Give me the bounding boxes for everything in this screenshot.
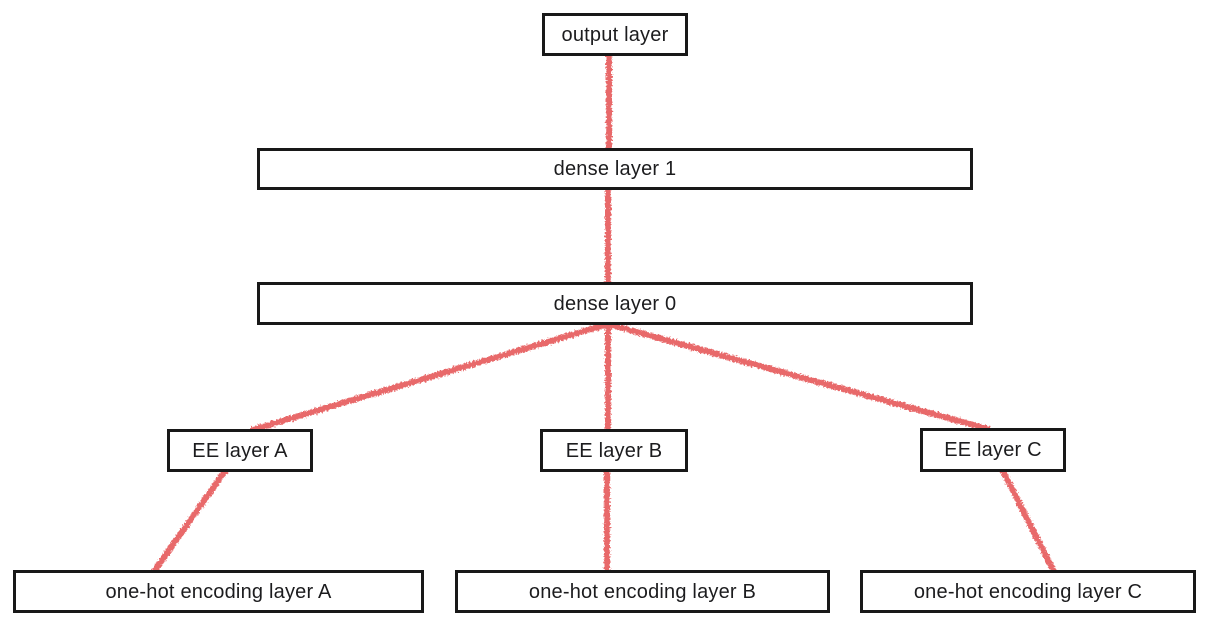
node-output-layer-label: output layer bbox=[561, 23, 669, 46]
node-dense-layer-1: dense layer 1 bbox=[257, 148, 973, 190]
node-one-hot-encoding-layer-c: one-hot encoding layer C bbox=[860, 570, 1196, 613]
node-one-hot-encoding-layer-a-label: one-hot encoding layer A bbox=[105, 580, 332, 603]
node-output-layer: output layer bbox=[542, 13, 688, 56]
node-one-hot-encoding-layer-c-label: one-hot encoding layer C bbox=[913, 580, 1143, 603]
node-ee-layer-a: EE layer A bbox=[167, 429, 313, 472]
node-dense-layer-1-label: dense layer 1 bbox=[553, 158, 677, 180]
connector-lines-group bbox=[152, 51, 1056, 573]
edge-dense-layer-0-to-ee-layer-a bbox=[249, 321, 611, 433]
node-ee-layer-b: EE layer B bbox=[540, 429, 688, 472]
node-ee-layer-c: EE layer C bbox=[920, 428, 1066, 472]
node-one-hot-encoding-layer-b: one-hot encoding layer B bbox=[455, 570, 830, 613]
node-ee-layer-a-label: EE layer A bbox=[192, 439, 288, 462]
edge-dense-layer-0-to-ee-layer-c bbox=[605, 321, 991, 432]
node-ee-layer-c-label: EE layer C bbox=[944, 439, 1042, 461]
edge-ee-layer-a-to-one-hot-a bbox=[152, 468, 228, 573]
node-dense-layer-0-label: dense layer 0 bbox=[553, 292, 677, 315]
node-dense-layer-0: dense layer 0 bbox=[257, 282, 973, 325]
edge-ee-layer-c-to-one-hot-c bbox=[1000, 468, 1056, 573]
node-one-hot-encoding-layer-a: one-hot encoding layer A bbox=[13, 570, 424, 613]
node-one-hot-encoding-layer-b-label: one-hot encoding layer B bbox=[528, 580, 757, 603]
node-ee-layer-b-label: EE layer B bbox=[565, 439, 663, 462]
